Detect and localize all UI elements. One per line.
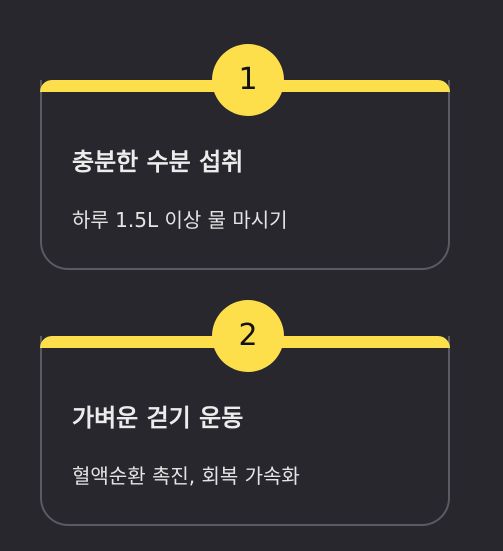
step-title: 가벼운 걷기 운동 <box>72 404 244 432</box>
step-card-2: 2 가벼운 걷기 운동 혈액순환 촉진, 회복 가속화 <box>40 300 450 526</box>
step-description: 혈액순환 촉진, 회복 가속화 <box>72 464 300 488</box>
step-title: 충분한 수분 섭취 <box>72 148 244 176</box>
step-number-badge: 2 <box>212 300 284 372</box>
step-description: 하루 1.5L 이상 물 마시기 <box>72 208 288 232</box>
step-card-1: 1 충분한 수분 섭취 하루 1.5L 이상 물 마시기 <box>40 44 450 270</box>
step-number-badge: 1 <box>212 44 284 116</box>
